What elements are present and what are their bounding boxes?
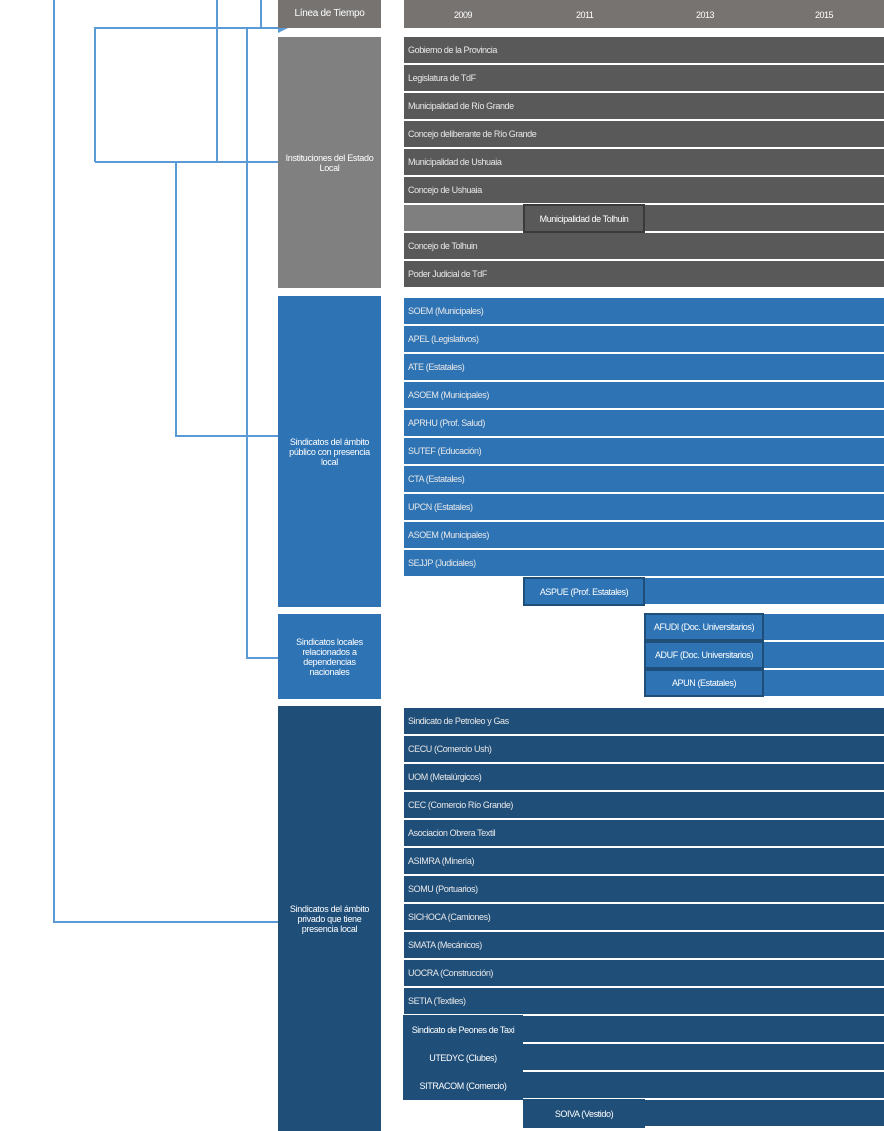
timeline-bar — [764, 614, 884, 640]
timeline-bar — [764, 670, 884, 696]
timeline-bar: Poder Judicial de TdF — [404, 261, 884, 287]
timeline-bar: UOCRA (Construcción) — [404, 960, 884, 986]
timeline-bar: UPCN (Estatales) — [404, 494, 884, 520]
timeline-label: Línea de Tiempo — [278, 0, 381, 28]
timeline-bar — [523, 1072, 884, 1098]
year-label: 2009 — [454, 10, 473, 20]
timeline-bar: ATE (Estatales) — [404, 354, 884, 380]
timeline-bar: CTA (Estatales) — [404, 466, 884, 492]
timeline-bar-inactive — [404, 205, 523, 231]
timeline-header: 2009 2011 2013 2015 — [404, 0, 884, 28]
year-label: 2011 — [576, 10, 594, 20]
timeline-bar: SUTEF (Educación) — [404, 438, 884, 464]
timeline-bar: SETIA (Textiles) — [404, 988, 884, 1014]
start-marker: SITRACOM (Comercio) — [403, 1071, 523, 1100]
timeline-bar: SEJJP (Judiciales) — [404, 550, 884, 576]
timeline-bar: Municipalidad de Ushuaia — [404, 149, 884, 175]
timeline-bar: SOMU (Portuarios) — [404, 876, 884, 902]
start-marker: AFUDI (Doc. Universitarios) — [644, 613, 764, 641]
start-marker: UTEDYC (Clubes) — [403, 1043, 523, 1072]
timeline-bar — [645, 1100, 884, 1126]
year-label: 2015 — [815, 10, 834, 20]
timeline-bar: ASOEM (Municipales) — [404, 522, 884, 548]
start-marker: Municipalidad de Tolhuin — [523, 204, 645, 233]
year-label: 2013 — [696, 10, 715, 20]
timeline-bar: APRHU (Prof. Salud) — [404, 410, 884, 436]
group-label: Sindicatos del ámbito privado que tiene … — [278, 706, 381, 1131]
timeline-bar — [645, 205, 884, 231]
timeline-bar — [523, 1044, 884, 1070]
timeline-bar: Gobierno de la Provincia — [404, 37, 884, 63]
group-label: Sindicatos locales relacionados a depend… — [278, 614, 381, 699]
timeline-bar — [645, 578, 884, 604]
timeline-bar: CEC (Comercio Río Grande) — [404, 792, 884, 818]
timeline-bar: Municipalidad de Río Grande — [404, 93, 884, 119]
timeline-bar: Concejo de Tolhuin — [404, 233, 884, 259]
timeline-bar: SOEM (Municipales) — [404, 298, 884, 324]
timeline-bar — [523, 1016, 884, 1042]
timeline-bar: SICHOCA (Camiones) — [404, 904, 884, 930]
timeline-bar: CECU (Comercio Ush) — [404, 736, 884, 762]
timeline-bar: ASIMRA (Minería) — [404, 848, 884, 874]
start-marker: APUN (Estatales) — [644, 669, 764, 697]
start-marker: SOIVA (Vestido) — [523, 1099, 645, 1128]
timeline-bar: APEL (Legislativos) — [404, 326, 884, 352]
group-label: Sindicatos del ámbito público con presen… — [278, 296, 381, 607]
timeline-bar: Concejo deliberante de Río Grande — [404, 121, 884, 147]
timeline-bar: Concejo de Ushuaia — [404, 177, 884, 203]
timeline-bar: Asociacion Obrera Textil — [404, 820, 884, 846]
timeline-bar: Legislatura de TdF — [404, 65, 884, 91]
timeline-bar — [764, 642, 884, 668]
start-marker: ASPUE (Prof. Estatales) — [523, 577, 645, 606]
timeline-bar: Sindicato de Petroleo y Gas — [404, 708, 884, 734]
start-marker: Sindicato de Peones de Taxi — [403, 1015, 523, 1044]
timeline-bar: SMATA (Mecánicos) — [404, 932, 884, 958]
timeline-bar: UOM (Metalúrgicos) — [404, 764, 884, 790]
timeline-bar: ASOEM (Municipales) — [404, 382, 884, 408]
group-label: Instituciones del Estado Local — [278, 37, 381, 288]
start-marker: ADUF (Doc. Universitarios) — [644, 641, 764, 669]
